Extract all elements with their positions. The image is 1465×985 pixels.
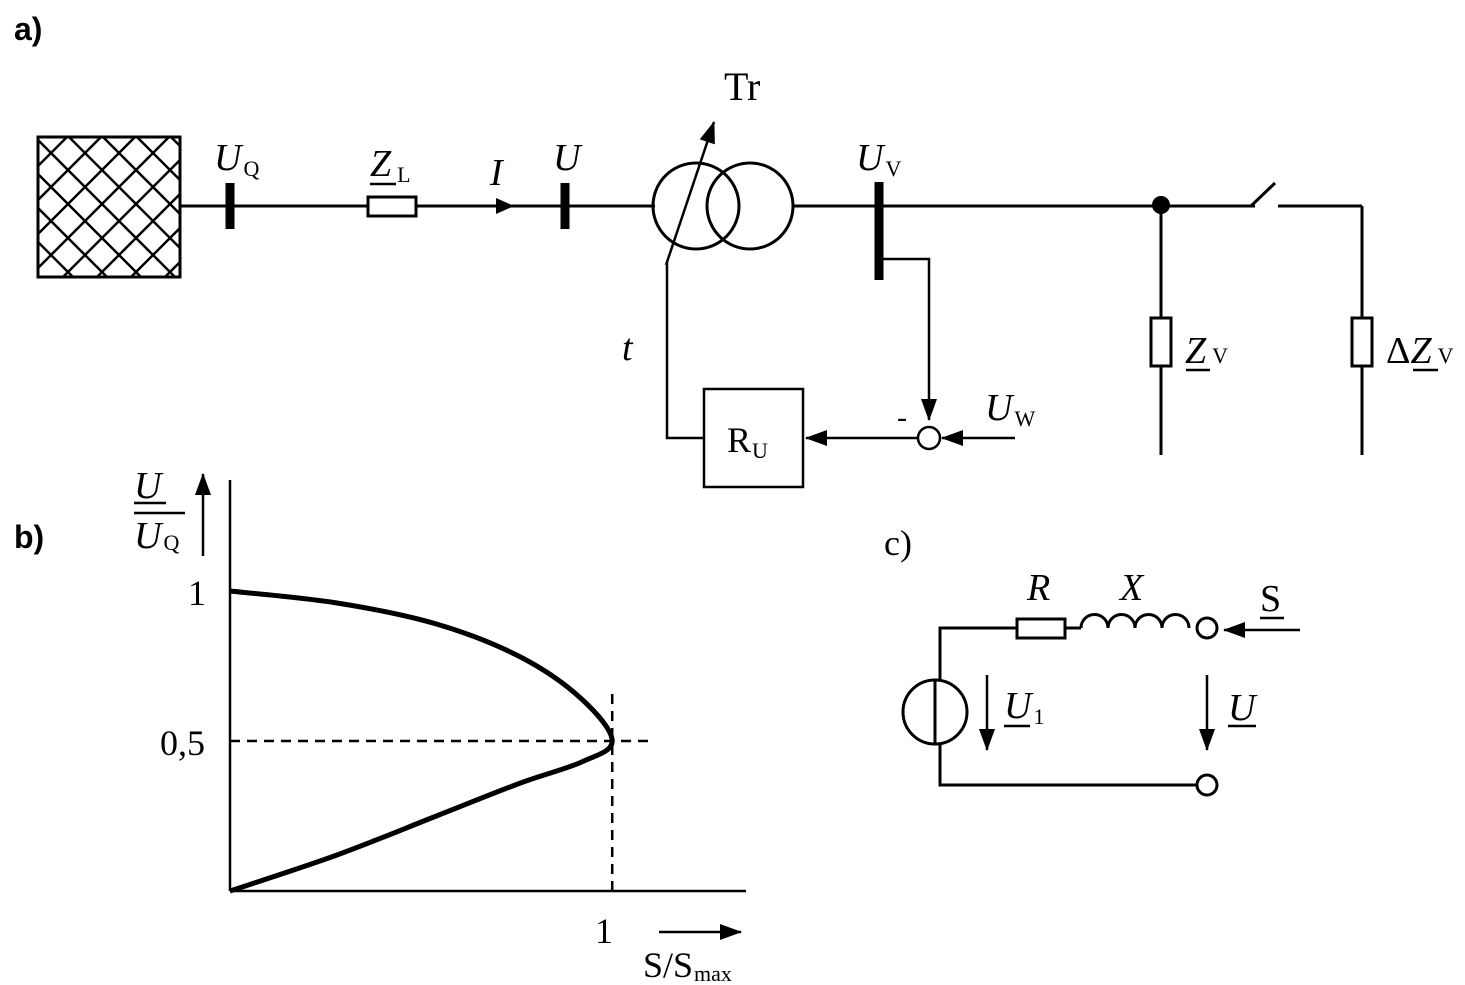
y-tick-1: 1 bbox=[188, 573, 206, 613]
setpoint-label: UW bbox=[985, 387, 1035, 431]
resistor-label: R bbox=[1026, 567, 1050, 609]
switch[interactable] bbox=[1249, 181, 1277, 208]
circuit-bottom-wire bbox=[938, 744, 1197, 787]
y-axis-label: U UQ bbox=[134, 465, 185, 557]
source-voltage-label: U1 bbox=[1004, 685, 1044, 729]
bus-u-label: U bbox=[553, 137, 583, 179]
svg-text:U: U bbox=[134, 465, 164, 507]
terminal-bottom bbox=[1195, 773, 1219, 797]
x-axis-label: S/Smax bbox=[643, 945, 732, 985]
tap-signal-label: t bbox=[622, 327, 634, 369]
tap-command-line bbox=[665, 262, 704, 440]
x-tick-1: 1 bbox=[595, 911, 613, 951]
pv-curve-plot bbox=[229, 588, 651, 894]
bus-uq-label: UQ bbox=[214, 137, 259, 181]
svg-text:UQ: UQ bbox=[134, 515, 179, 557]
measurement-line bbox=[879, 257, 937, 421]
power-label: S bbox=[1260, 578, 1281, 620]
transformer-label: Tr bbox=[724, 64, 760, 109]
line-impedance bbox=[366, 195, 418, 218]
grid-source bbox=[36, 135, 182, 279]
controller-label: RU bbox=[727, 420, 768, 463]
summing-junction bbox=[916, 425, 942, 451]
panel-label-b: b) bbox=[14, 519, 44, 555]
panel-label-c: c) bbox=[884, 523, 912, 563]
circuit-resistor bbox=[1015, 617, 1067, 640]
controller-box bbox=[702, 387, 805, 489]
tap-changer-arrow bbox=[664, 121, 716, 266]
circuit-inductor bbox=[1079, 613, 1191, 629]
terminal-voltage-label: U bbox=[1228, 687, 1258, 729]
bus-uv-label: UV bbox=[856, 137, 901, 181]
transformer bbox=[651, 161, 795, 251]
reactance-label: X bbox=[1118, 567, 1145, 609]
current-arrow bbox=[496, 198, 514, 214]
load-step-impedance bbox=[1350, 316, 1374, 368]
terminal-top bbox=[1195, 616, 1219, 640]
pv-curve-series-0 bbox=[229, 588, 615, 894]
circuit-top-wire bbox=[938, 626, 1017, 680]
load-impedance bbox=[1149, 316, 1173, 368]
current-label: I bbox=[489, 152, 505, 194]
panel-label-a: a) bbox=[14, 11, 42, 47]
minus-sign: - bbox=[897, 401, 907, 434]
y-tick-0-5: 0,5 bbox=[160, 723, 205, 763]
